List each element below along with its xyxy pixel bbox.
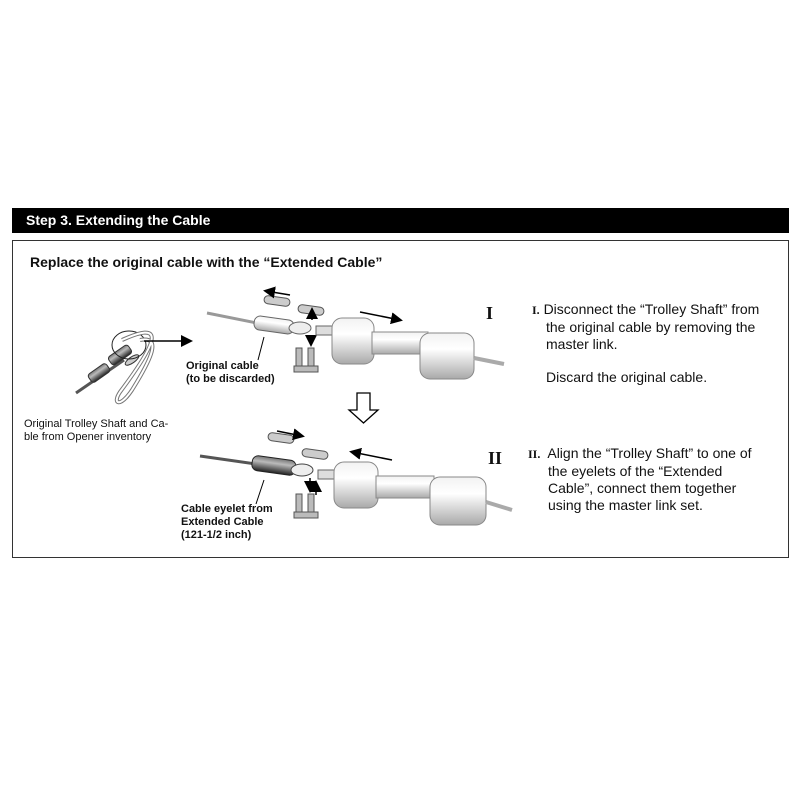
step2-label-line-3: (121-1/2 inch) [181, 529, 252, 541]
step2-line-2: the eyelets of the “Extended [548, 463, 723, 479]
instruction-panel [12, 240, 789, 558]
step2-label-line-2: Extended Cable [181, 516, 264, 528]
step1-extra: Discard the original cable. [546, 369, 708, 385]
step2-line-3: Cable”, connect them together [548, 480, 737, 496]
step2-label: Cable eyelet from Extended Cable (121-1/… [181, 503, 273, 542]
panel-subtitle: Replace the original cable with the “Ext… [30, 254, 383, 270]
step-title: Step 3. Extending the Cable [26, 212, 211, 228]
step2-line-4: using the master link set. [548, 497, 703, 513]
step1-illustration [206, 286, 505, 380]
step1-label: Original cable (to be discarded) [186, 360, 275, 386]
step2-roman-numeral: II [488, 448, 503, 468]
down-arrow-icon [347, 392, 380, 424]
step2-illustration [199, 428, 513, 526]
cable-diagram [75, 286, 513, 526]
step2-label-line-1: Cable eyelet from [181, 503, 273, 515]
left-caption: Original Trolley Shaft and Ca- ble from … [24, 418, 168, 444]
left-caption-line-1: Original Trolley Shaft and Ca- [24, 418, 169, 430]
step1-roman-numeral: I [486, 303, 494, 323]
step1-line-2: the original cable by removing the [546, 319, 756, 335]
left-caption-line-2: ble from Opener inventory [24, 431, 152, 443]
step2-number: II. [528, 447, 541, 461]
step1-label-line-2: (to be discarded) [186, 373, 275, 385]
step1-number: I. [532, 303, 540, 317]
step1-line-1: Disconnect the “Trolley Shaft” from [543, 301, 760, 317]
step1-instructions: I. Disconnect the “Trolley Shaft” from t… [532, 301, 776, 386]
step2-line-1: Align the “Trolley Shaft” to one of [547, 445, 752, 461]
step-header-bar: Step 3. Extending the Cable [12, 208, 789, 233]
step1-line-3: master link. [546, 336, 618, 352]
step1-label-line-1: Original cable [186, 360, 259, 372]
step2-instructions: II. Align the “Trolley Shaft” to one of … [528, 445, 773, 514]
original-trolley-thumbnail [75, 330, 193, 405]
